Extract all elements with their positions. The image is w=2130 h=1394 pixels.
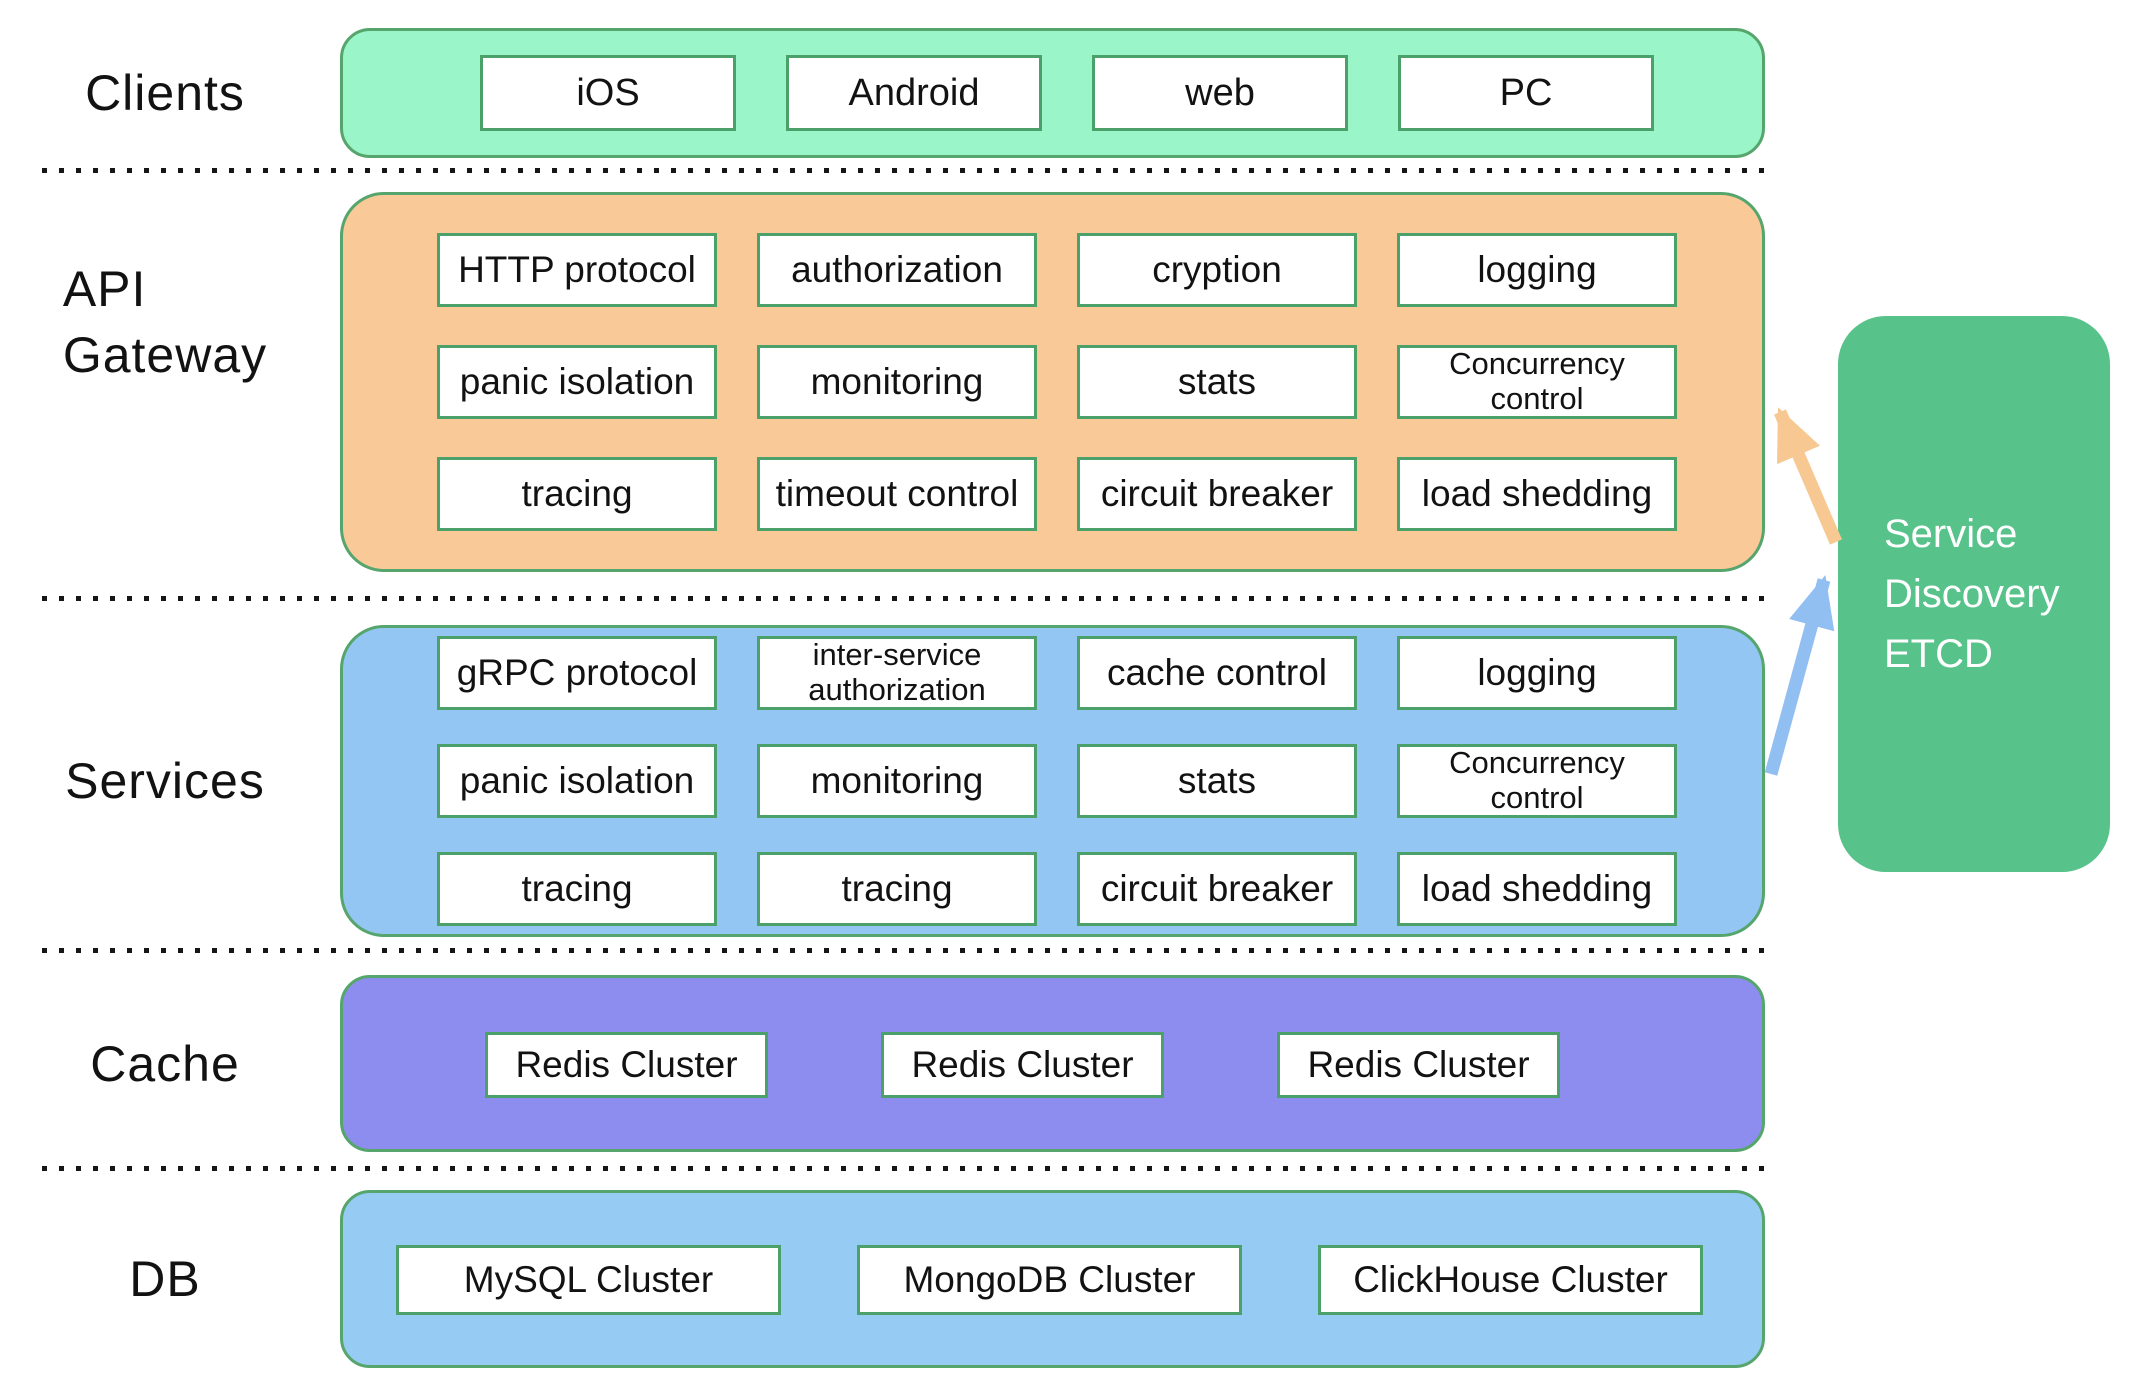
cache-cluster-box: Redis Cluster bbox=[881, 1032, 1164, 1098]
db-cluster-box: ClickHouse Cluster bbox=[1318, 1245, 1703, 1315]
arrow-services-to-etcd bbox=[1764, 574, 1835, 776]
module-box: tracing bbox=[757, 852, 1037, 926]
module-box: load shedding bbox=[1397, 852, 1677, 926]
client-box: web bbox=[1092, 55, 1348, 131]
arrow-etcd-to-api-gateway bbox=[1774, 407, 1842, 545]
service-discovery-box: Service Discovery ETCD bbox=[1838, 316, 2110, 872]
module-box: tracing bbox=[437, 852, 717, 926]
cache-cluster-box: Redis Cluster bbox=[485, 1032, 768, 1098]
module-box: load shedding bbox=[1397, 457, 1677, 531]
separator-api-services bbox=[42, 596, 1765, 601]
module-box: panic isolation bbox=[437, 744, 717, 818]
cache-cluster-box: Redis Cluster bbox=[1277, 1032, 1560, 1098]
module-box: stats bbox=[1077, 345, 1357, 419]
service-discovery-line2: Discovery bbox=[1884, 572, 2060, 616]
client-box: iOS bbox=[480, 55, 736, 131]
module-box: logging bbox=[1397, 233, 1677, 307]
layer-label-cache: Cache bbox=[90, 1035, 240, 1092]
layer-cache: Redis Cluster Redis Cluster Redis Cluster bbox=[340, 975, 1765, 1152]
module-box: stats bbox=[1077, 744, 1357, 818]
separator-clients-api bbox=[42, 168, 1765, 173]
service-discovery-line3: ETCD bbox=[1884, 632, 1993, 676]
module-row: panic isolation monitoring stats Concurrenc… bbox=[437, 345, 1762, 419]
service-discovery-label: Service Discovery ETCD bbox=[1838, 504, 2060, 684]
db-row: MySQL Cluster MongoDB Cluster ClickHouse C… bbox=[343, 1193, 1762, 1315]
module-box: inter-service authorization bbox=[757, 636, 1037, 710]
api-label-line1: API bbox=[62, 261, 147, 317]
layer-label-api-gateway: API Gateway bbox=[0, 192, 330, 572]
services-grid: gRPC protocol inter-service authorization… bbox=[343, 628, 1762, 926]
client-box: PC bbox=[1398, 55, 1654, 131]
client-box: Android bbox=[786, 55, 1042, 131]
module-row: tracing timeout control circuit breaker loa… bbox=[437, 457, 1762, 531]
module-box: logging bbox=[1397, 636, 1677, 710]
module-row: tracing tracing circuit breaker load sheddi… bbox=[437, 852, 1762, 926]
module-box: monitoring bbox=[757, 345, 1037, 419]
service-discovery-line1: Service bbox=[1884, 512, 2018, 556]
module-box: Concurrency control bbox=[1397, 744, 1677, 818]
layer-db: MySQL Cluster MongoDB Cluster ClickHouse C… bbox=[340, 1190, 1765, 1368]
api-gateway-grid: HTTP protocol authorization cryption loggin… bbox=[343, 195, 1762, 531]
layer-label-clients: Clients bbox=[85, 65, 245, 121]
module-box: authorization bbox=[757, 233, 1037, 307]
layer-label-db: DB bbox=[129, 1251, 201, 1307]
layer-clients: iOS Android web PC bbox=[340, 28, 1765, 158]
module-box: monitoring bbox=[757, 744, 1037, 818]
layer-services: gRPC protocol inter-service authorization… bbox=[340, 625, 1765, 937]
module-box: cryption bbox=[1077, 233, 1357, 307]
module-row: HTTP protocol authorization cryption loggin… bbox=[437, 233, 1762, 307]
separator-services-cache bbox=[42, 948, 1765, 953]
db-cluster-box: MongoDB Cluster bbox=[857, 1245, 1242, 1315]
module-row: panic isolation monitoring stats Concurrenc… bbox=[437, 744, 1762, 818]
separator-cache-db bbox=[42, 1166, 1765, 1171]
layer-label-services: Services bbox=[65, 753, 265, 809]
module-row: gRPC protocol inter-service authorization… bbox=[437, 636, 1762, 710]
db-cluster-box: MySQL Cluster bbox=[396, 1245, 781, 1315]
module-box: gRPC protocol bbox=[437, 636, 717, 710]
module-box: cache control bbox=[1077, 636, 1357, 710]
module-box: circuit breaker bbox=[1077, 852, 1357, 926]
api-label-line2: Gateway bbox=[62, 327, 268, 383]
module-box: timeout control bbox=[757, 457, 1037, 531]
module-box: HTTP protocol bbox=[437, 233, 717, 307]
clients-row: iOS Android web PC bbox=[343, 31, 1762, 131]
module-box: circuit breaker bbox=[1077, 457, 1357, 531]
layer-api-gateway: HTTP protocol authorization cryption loggin… bbox=[340, 192, 1765, 572]
module-box: panic isolation bbox=[437, 345, 717, 419]
module-box: Concurrency control bbox=[1397, 345, 1677, 419]
cache-row: Redis Cluster Redis Cluster Redis Cluster bbox=[343, 978, 1762, 1098]
module-box: tracing bbox=[437, 457, 717, 531]
